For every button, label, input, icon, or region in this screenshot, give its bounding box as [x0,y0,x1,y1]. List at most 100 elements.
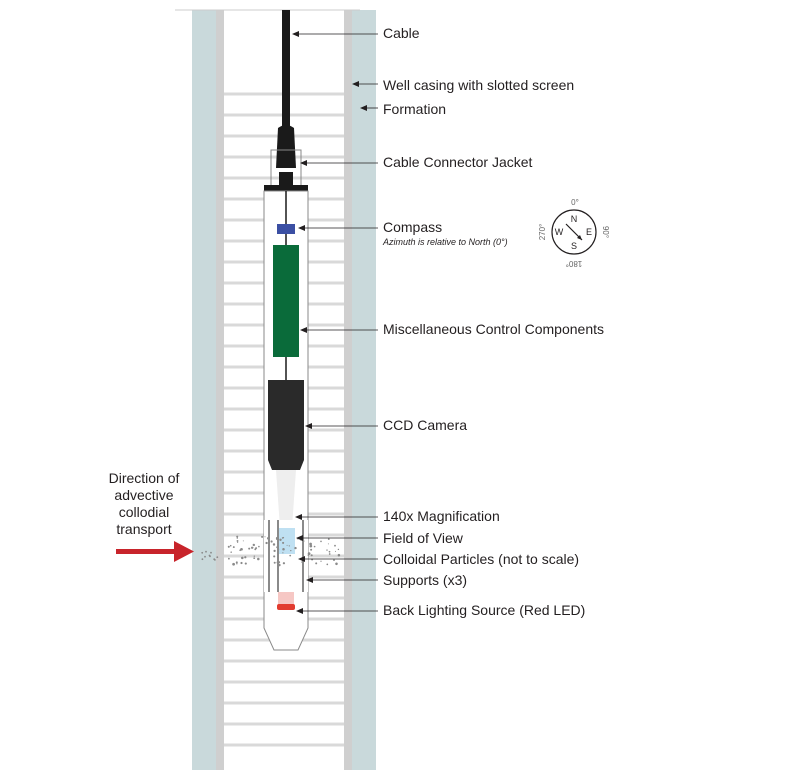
particle [294,546,297,550]
particle [338,555,340,557]
leader-lines [292,31,378,614]
particle [301,561,303,563]
particle [252,547,254,549]
ccd-camera [268,380,304,460]
probe-cap-bar [264,185,308,191]
particle [255,547,258,550]
label-supports: Supports (x3) [383,572,468,588]
particle [278,563,281,567]
compass-south: S [571,241,577,251]
particle [288,545,290,547]
particle [232,562,235,566]
connector-plug [279,172,293,186]
label-well-casing: Well casing with slotted screen [383,77,575,93]
flow-direction-line-2: advective [114,487,174,503]
led-glow [278,592,294,606]
compass-east: E [586,227,592,237]
particle [244,556,247,559]
leader-arrowhead [298,556,305,562]
particle [307,552,311,555]
particle [244,562,247,565]
particle [236,539,239,542]
label-back-lighting: Back Lighting Source (Red LED) [383,602,586,618]
compass-deg-0: 0° [571,198,579,207]
magnification-optics [276,470,296,528]
particle [250,546,254,549]
particle [265,541,268,545]
leader-arrowhead [295,514,302,520]
label-ccd-camera: CCD Camera [383,417,468,433]
cable-connector-jacket [276,125,296,168]
field-of-view [279,528,295,554]
particle [281,537,284,539]
particle [241,556,244,560]
flow-direction-line-3: collodial [118,504,170,520]
particle [303,540,305,542]
particle [302,543,304,546]
compass-deg-90: 90° [601,226,610,238]
compass-module [277,224,295,234]
cable [282,10,290,128]
particle [258,545,260,548]
compass-north: N [571,214,578,224]
particle [282,541,285,544]
particle [334,544,336,547]
label-cable: Cable [383,25,420,41]
support-mid [277,520,279,592]
particle [275,536,279,540]
camera-lens [268,460,304,470]
particle [239,549,242,552]
casing-wall-right [344,10,352,770]
particle [333,559,335,561]
particle [210,551,212,554]
label-azimuth-note: Azimuth is relative to North (0°) [383,237,508,247]
label-colloidal-particles: Colloidal Particles (not to scale) [383,551,580,567]
particle [289,554,292,557]
particle [310,554,313,557]
particle [310,548,313,551]
control-components [273,245,299,357]
particle [227,545,230,548]
particle [327,538,330,540]
particle [242,540,244,542]
leader-arrowhead [292,31,299,37]
label-magnification: 140x Magnification [383,508,500,524]
particle [282,562,286,565]
particle [216,556,219,559]
particle [326,563,329,566]
particle [276,546,279,549]
particle [282,547,285,551]
particle [236,535,239,538]
particle [335,562,338,566]
label-compass: Compass [383,219,443,235]
label-formation: Formation [383,101,447,117]
particle [201,558,204,561]
particle [236,541,239,543]
particle [257,557,260,561]
flow-direction-arrow [116,541,194,562]
particle [208,554,211,557]
particle [328,553,331,555]
particle [277,548,280,550]
particle [276,561,279,564]
particle [315,562,318,565]
label-control-components: Miscellaneous Control Components [383,321,604,337]
particle [264,536,266,538]
particle [201,551,204,554]
label-flow-direction: Direction of advective collodial transpo… [86,470,202,538]
particle [227,557,230,560]
particle [236,537,238,539]
compass-rose: N E S W 0° 90° 180° 270° [538,198,610,268]
formation-right [352,10,376,770]
particle [327,543,329,545]
leader-arrowhead [296,535,303,541]
particle [248,547,251,550]
particle [282,552,284,554]
label-connector-jacket: Cable Connector Jacket [383,154,533,170]
leader-arrowhead [296,608,303,614]
particle [267,537,270,540]
particle [273,555,276,558]
leader-arrowhead [360,105,367,111]
particle [286,544,288,546]
